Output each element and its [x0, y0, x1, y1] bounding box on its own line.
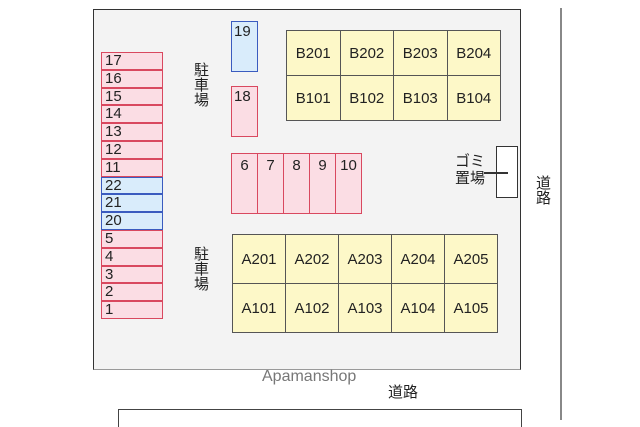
parking-space-4[interactable]: 4	[101, 247, 163, 266]
garbage-area-pointer	[484, 172, 508, 174]
unit-label: A205	[453, 250, 489, 268]
parking-space-label: 18	[234, 88, 251, 105]
unit-a101[interactable]: A101	[232, 283, 286, 333]
parking-space-20[interactable]: 20	[101, 212, 163, 230]
unit-b104[interactable]: B104	[446, 75, 501, 121]
unit-a102[interactable]: A102	[285, 283, 339, 333]
unit-b102[interactable]: B102	[339, 75, 394, 121]
parking-label-bottom: 駐車場	[192, 246, 209, 291]
unit-a201[interactable]: A201	[232, 234, 286, 284]
parking-space-9[interactable]: 9	[309, 153, 336, 214]
unit-b204[interactable]: B204	[446, 30, 501, 76]
parking-space-22[interactable]: 22	[101, 176, 163, 195]
unit-a105[interactable]: A105	[444, 283, 498, 333]
garbage-label-line2: 置場	[455, 170, 486, 187]
unit-label: A203	[347, 250, 383, 268]
unit-label: B204	[456, 44, 492, 62]
parking-space-2[interactable]: 2	[101, 283, 163, 302]
parking-space-14[interactable]: 14	[101, 105, 163, 124]
unit-label: B102	[349, 89, 385, 107]
parking-space-6[interactable]: 6	[231, 153, 258, 214]
parking-space-label: 21	[105, 194, 122, 212]
unit-a203[interactable]: A203	[338, 234, 392, 284]
parking-space-19[interactable]: 19	[231, 21, 258, 72]
parking-space-label: 17	[105, 52, 122, 69]
parking-space-label: 12	[105, 141, 122, 158]
parking-space-12[interactable]: 12	[101, 141, 163, 159]
parking-space-18[interactable]: 18	[231, 86, 258, 137]
parking-space-label: 6	[240, 157, 249, 174]
unit-label: B202	[349, 44, 385, 62]
unit-a103[interactable]: A103	[338, 283, 392, 333]
parking-space-label: 4	[105, 247, 114, 265]
parking-space-1[interactable]: 1	[101, 301, 163, 319]
unit-label: B104	[456, 89, 492, 107]
parking-space-label: 2	[105, 283, 114, 301]
parking-space-16[interactable]: 16	[101, 69, 163, 88]
parking-space-label: 15	[105, 87, 122, 105]
parking-space-label: 14	[105, 105, 122, 123]
parking-space-label: 8	[292, 157, 301, 174]
parking-space-label: 20	[105, 212, 122, 230]
unit-a202[interactable]: A202	[285, 234, 339, 284]
parking-space-label: 11	[105, 158, 121, 176]
unit-label: A202	[294, 250, 330, 268]
unit-b203[interactable]: B203	[393, 30, 448, 76]
parking-space-17[interactable]: 17	[101, 52, 163, 70]
parking-space-11[interactable]: 11	[101, 158, 163, 177]
unit-label: A204	[400, 250, 436, 268]
parking-space-5[interactable]: 5	[101, 230, 163, 248]
parking-space-15[interactable]: 15	[101, 87, 163, 106]
unit-label: A101	[241, 299, 277, 317]
unit-b103[interactable]: B103	[393, 75, 448, 121]
parking-space-label: 16	[105, 69, 122, 87]
parking-space-label: 3	[105, 265, 114, 283]
unit-label: B201	[295, 44, 331, 62]
road-label-bottom: 道路	[388, 384, 419, 401]
parking-space-label: 22	[105, 176, 122, 194]
unit-b202[interactable]: B202	[339, 30, 394, 76]
unit-label: A104	[400, 299, 436, 317]
road-edge-bottom	[118, 409, 522, 427]
unit-a104[interactable]: A104	[391, 283, 445, 333]
parking-space-label: 19	[234, 23, 251, 40]
road-label-right: 道路	[534, 175, 551, 205]
unit-label: A105	[453, 299, 489, 317]
parking-space-label: 5	[105, 230, 114, 247]
unit-b101[interactable]: B101	[286, 75, 341, 121]
parking-space-label: 9	[318, 157, 327, 174]
parking-space-8[interactable]: 8	[283, 153, 310, 214]
unit-label: A103	[347, 299, 383, 317]
unit-a205[interactable]: A205	[444, 234, 498, 284]
parking-space-label: 7	[266, 157, 275, 174]
parking-space-label: 1	[105, 301, 114, 319]
unit-label: B101	[295, 89, 331, 107]
unit-label: A102	[294, 299, 330, 317]
unit-label: B203	[402, 44, 438, 62]
road-edge-right	[560, 8, 562, 420]
parking-space-label: 10	[340, 157, 357, 174]
parking-space-21[interactable]: 21	[101, 194, 163, 213]
unit-a204[interactable]: A204	[391, 234, 445, 284]
parking-space-13[interactable]: 13	[101, 123, 163, 141]
garbage-label-line1: ゴミ	[455, 153, 486, 170]
parking-label-top: 駐車場	[192, 62, 209, 107]
unit-label: A201	[241, 250, 277, 268]
unit-label: B103	[402, 89, 438, 107]
garbage-area-label: ゴミ 置場	[455, 153, 485, 187]
parking-space-10[interactable]: 10	[335, 153, 362, 214]
unit-b201[interactable]: B201	[286, 30, 341, 76]
watermark: Apamanshop	[262, 368, 357, 385]
parking-space-label: 13	[105, 123, 122, 141]
parking-space-7[interactable]: 7	[257, 153, 284, 214]
parking-space-3[interactable]: 3	[101, 265, 163, 284]
